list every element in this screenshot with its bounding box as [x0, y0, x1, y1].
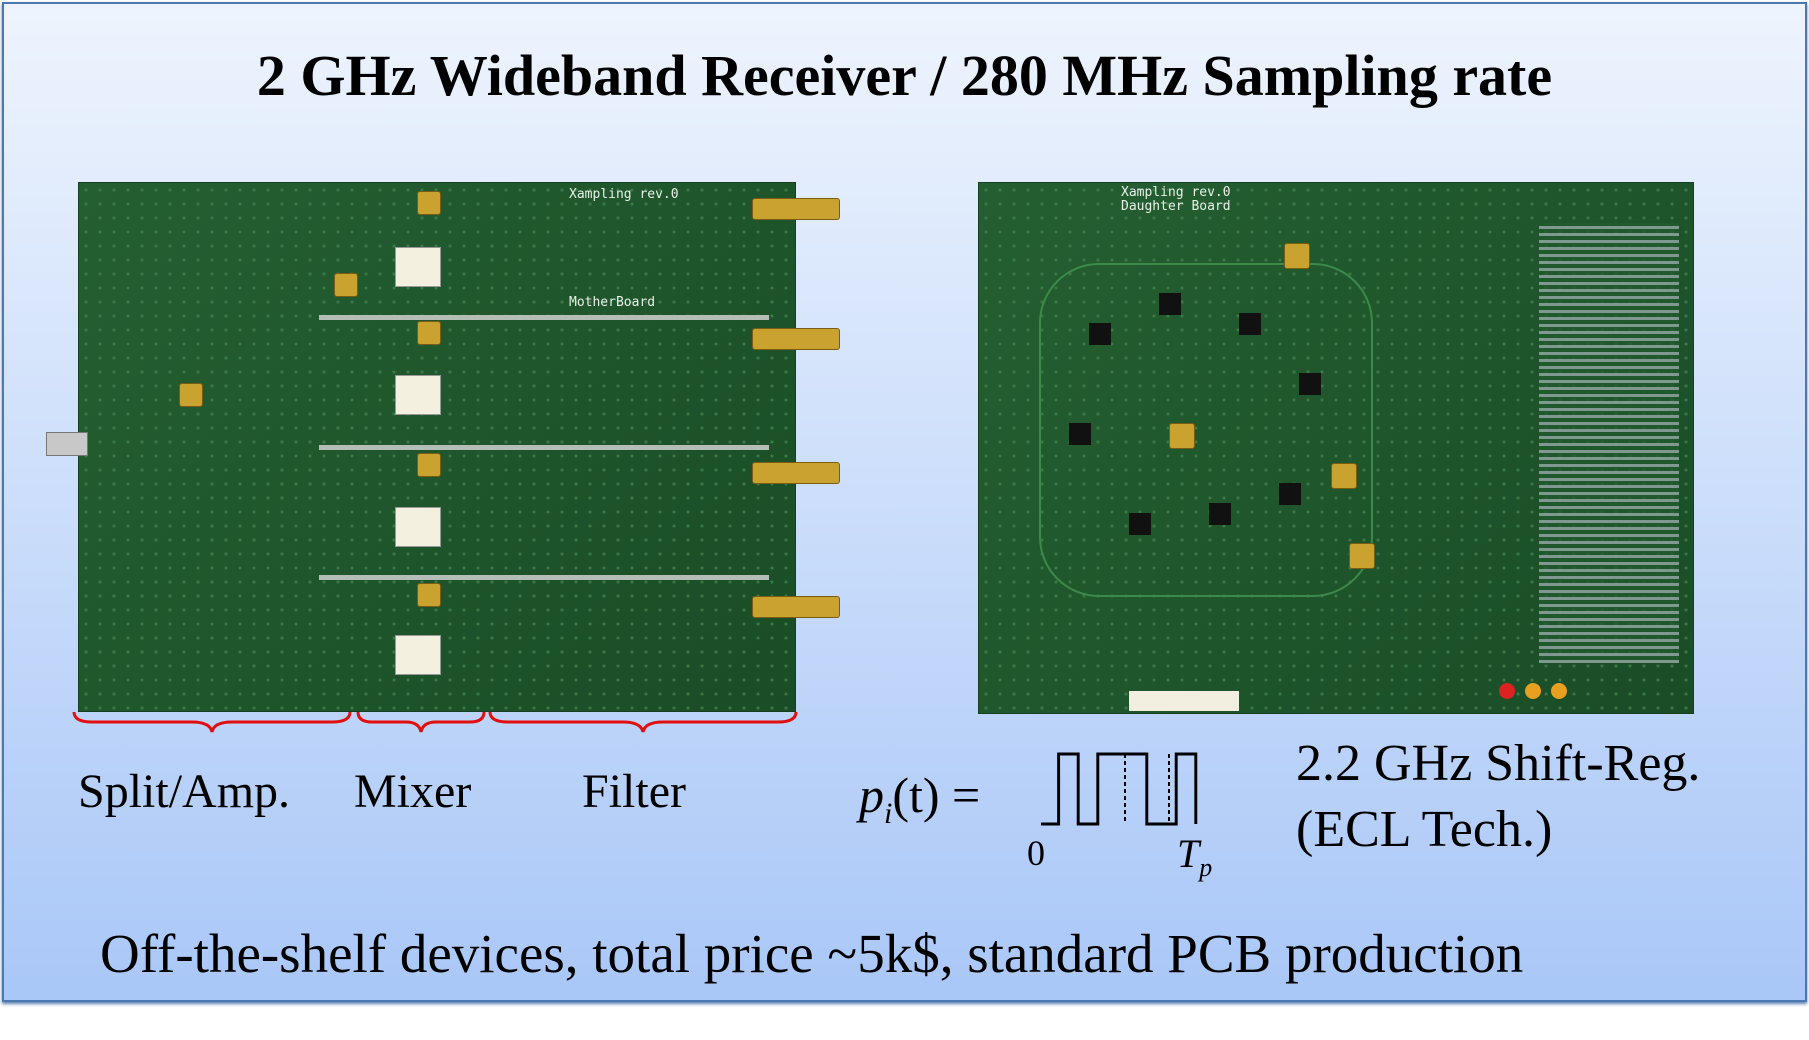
formula-end: T [1177, 831, 1200, 876]
brace-split-amp [72, 711, 352, 733]
sma-connector [752, 198, 840, 220]
shift-register-line1: 2.2 GHz Shift-Reg. [1296, 735, 1701, 792]
daughterboard-photo: Xampling rev.0 Daughter Board [978, 182, 1694, 714]
label-filter: Filter [582, 765, 686, 818]
board-label: MotherBoard [569, 295, 656, 310]
motherboard-photo: Xampling rev.0 MotherBoard [78, 182, 796, 712]
input-connector [46, 432, 88, 456]
sma-connector [752, 328, 840, 350]
board-label: Xampling rev.0 [569, 187, 679, 202]
formula-subscript: i [884, 797, 893, 830]
slide-title: 2 GHz Wideband Receiver / 280 MHz Sampli… [256, 43, 1553, 108]
label-mixer: Mixer [354, 765, 472, 818]
shift-register-line2: (ECL Tech.) [1296, 801, 1553, 858]
label-split-amp: Split/Amp. [78, 765, 291, 818]
pulse-formula: pi(t) = 0 Tp [859, 734, 1279, 884]
formula-end-sub: p [1199, 853, 1213, 882]
formula-lhs: p [859, 767, 884, 823]
pulse-waveform [1040, 752, 1198, 826]
board-label: Xampling rev.0 [1121, 185, 1231, 200]
board-label: Daughter Board [1121, 199, 1231, 214]
brace-mixer [356, 711, 486, 733]
footer-text: Off-the-shelf devices, total price ~5k$,… [100, 923, 1524, 984]
formula-start: 0 [1027, 833, 1045, 873]
formula-arg: (t) = [892, 767, 981, 823]
slide: 2 GHz Wideband Receiver / 280 MHz Sampli… [2, 2, 1807, 1002]
sma-connector [752, 462, 840, 484]
sma-connector [752, 596, 840, 618]
brace-filter [488, 711, 798, 733]
